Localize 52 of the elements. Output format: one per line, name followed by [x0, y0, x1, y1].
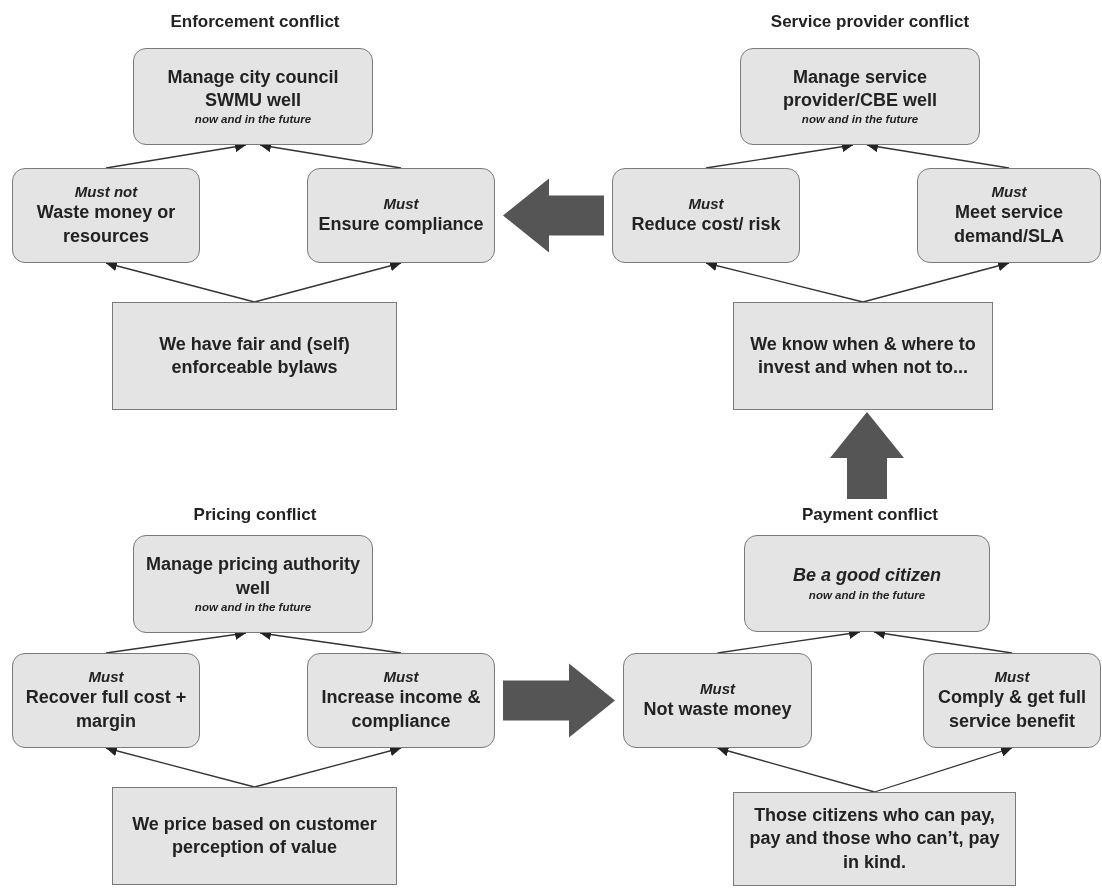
panel-heading: Payment conflict	[802, 505, 938, 525]
assumption-box	[112, 787, 397, 885]
block-arrow	[503, 663, 615, 738]
block-arrow	[830, 412, 904, 499]
modality-label: Must	[383, 668, 419, 687]
assumption-text: We know when & where to invest and when not to...	[749, 332, 977, 379]
timeframe-note: now and in the future	[808, 587, 926, 603]
modality-label: Must	[991, 183, 1027, 202]
panel-heading: Enforcement conflict	[170, 12, 340, 32]
requirement-box	[612, 168, 800, 263]
assumption-text: Those citizens who can pay, pay and those who can’t, pay in kind.	[748, 803, 1001, 874]
goal-text: Manage service provider/CBE well	[781, 65, 938, 113]
modality-label: Must	[688, 194, 724, 213]
modality-label: Must	[700, 679, 735, 698]
requirement-text: Recover full cost + margin	[24, 686, 188, 733]
block-arrow	[503, 178, 604, 253]
requirement-box	[307, 653, 495, 748]
goal-text: Manage pricing authority well	[145, 553, 361, 600]
requirement-text: Increase income & compliance	[320, 686, 482, 733]
goal-text: Manage city council SWMU well	[166, 65, 340, 113]
requirement-box	[307, 168, 495, 263]
modality-label: Must not	[74, 183, 138, 202]
goal-box	[133, 48, 373, 145]
modality-label: Must	[383, 194, 419, 213]
requirement-box	[923, 653, 1101, 748]
panel-heading: Service provider conflict	[770, 12, 970, 32]
assumption-text: We price based on customer perception of value	[131, 812, 378, 859]
requirement-text: Meet service demand/SLA	[953, 201, 1065, 248]
requirement-box	[917, 168, 1101, 263]
panel-heading: Pricing conflict	[193, 505, 317, 525]
assumption-text: We have fair and (self) enforceable bylaws	[158, 332, 351, 379]
requirement-box	[623, 653, 812, 748]
assumption-box	[112, 302, 397, 410]
goal-box	[744, 535, 990, 632]
timeframe-note: now and in the future	[801, 112, 919, 128]
requirement-text: Comply & get full service benefit	[937, 686, 1087, 733]
requirement-box	[12, 168, 200, 263]
requirement-text: Waste money or resources	[35, 201, 177, 248]
timeframe-note: now and in the future	[194, 112, 312, 128]
assumption-box	[733, 792, 1016, 886]
requirement-text: Not waste money	[643, 697, 792, 721]
goal-box	[740, 48, 980, 145]
timeframe-note: now and in the future	[194, 599, 312, 615]
requirement-text: Reduce cost/ risk	[631, 212, 781, 236]
arrow	[873, 746, 1013, 793]
modality-label: Must	[994, 668, 1030, 687]
requirement-box	[12, 653, 200, 748]
goal-text: Be a good citizen	[793, 564, 941, 588]
assumption-box	[733, 302, 993, 410]
goal-box	[133, 535, 373, 633]
requirement-text: Ensure compliance	[318, 212, 484, 236]
modality-label: Must	[88, 668, 124, 687]
